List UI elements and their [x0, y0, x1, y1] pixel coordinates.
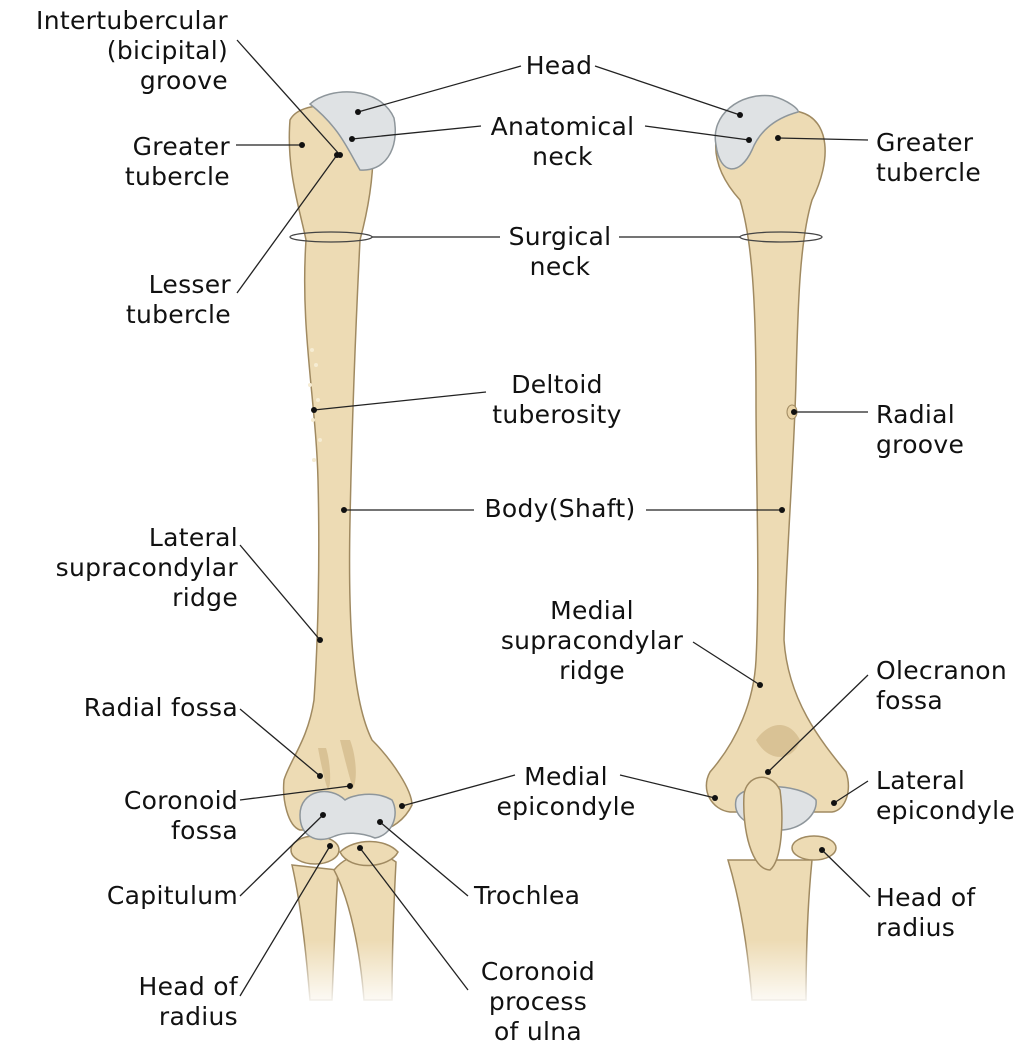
leader-head-right	[595, 66, 740, 115]
label-head-of-radius-anterior: Head of radius	[138, 972, 238, 1032]
label-lesser-tubercle: Lesser tubercle	[126, 270, 231, 330]
label-head-of-radius-posterior: Head of radius	[876, 883, 976, 943]
label-lateral-supracondylar-ridge: Lateral supracondylar ridge	[56, 523, 238, 613]
anterior-humerus	[284, 92, 412, 1000]
label-intertubercular-groove: Intertubercular (bicipital) groove	[36, 6, 228, 96]
label-coronoid-fossa: Coronoid fossa	[124, 786, 238, 846]
anterior-capitulum-trochlea-cartilage	[300, 792, 395, 840]
label-body-shaft: Body(Shaft)	[470, 494, 650, 524]
label-radial-groove: Radial groove	[876, 400, 964, 460]
posterior-olecranon	[744, 777, 782, 870]
label-lateral-epicondyle: Lateral epicondyle	[876, 766, 1015, 826]
anterior-radius-head	[291, 836, 339, 864]
posterior-humerus-body	[706, 107, 848, 812]
label-greater-tubercle-posterior: Greater tubercle	[876, 128, 981, 188]
label-coronoid-process-of-ulna: Coronoid process of ulna	[458, 957, 618, 1047]
leader-lateral-supra	[240, 545, 320, 640]
label-radial-fossa: Radial fossa	[84, 693, 238, 723]
label-deltoid-tuberosity: Deltoid tuberosity	[462, 370, 652, 430]
leader-medial-supra	[693, 642, 760, 685]
leader-head-left	[358, 66, 521, 112]
label-head: Head	[504, 51, 614, 81]
label-medial-supracondylar-ridge: Medial supracondylar ridge	[482, 596, 702, 686]
anterior-humerus-body	[284, 106, 412, 830]
label-anatomical-neck: Anatomical neck	[470, 112, 655, 172]
posterior-humerus	[706, 96, 848, 1000]
label-capitulum: Capitulum	[107, 881, 238, 911]
label-olecranon-fossa: Olecranon fossa	[876, 656, 1007, 716]
leader-head-radius-post	[822, 850, 870, 897]
label-medial-epicondyle: Medial epicondyle	[476, 762, 656, 822]
label-greater-tubercle-anterior: Greater tubercle	[125, 132, 230, 192]
label-surgical-neck: Surgical neck	[490, 222, 630, 282]
label-trochlea: Trochlea	[474, 881, 580, 911]
